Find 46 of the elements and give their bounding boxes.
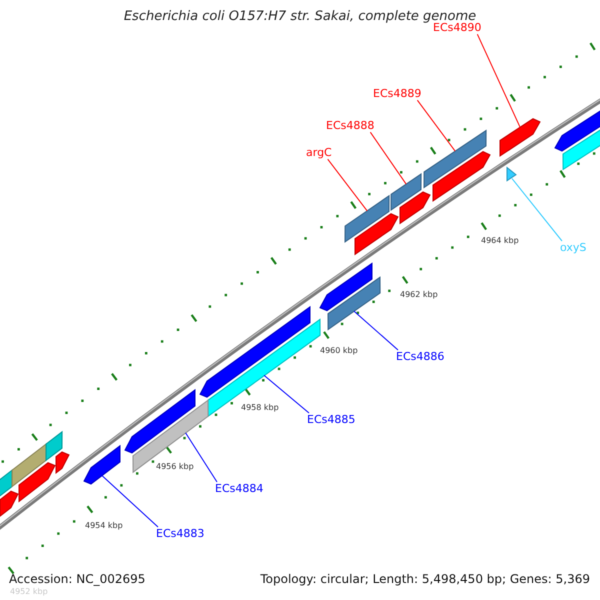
gene-marker xyxy=(506,166,517,182)
gene-label: ECs4890 xyxy=(433,21,482,34)
gene-feature xyxy=(319,262,372,312)
footer-text: Topology: circular; Length: 5,498,450 bp; Genes: 5,369 xyxy=(260,572,590,586)
leader-line xyxy=(102,475,158,528)
tick-label: 4962 kbp xyxy=(400,290,438,300)
tick-label: 4964 kbp xyxy=(481,236,519,246)
leader-line xyxy=(185,432,218,482)
leader-line xyxy=(512,178,562,242)
gene-feature xyxy=(500,118,541,157)
tick-label: 4958 kbp xyxy=(241,403,279,413)
gene-feature xyxy=(12,442,47,488)
gene-feature xyxy=(56,451,70,474)
gene-feature xyxy=(199,306,310,398)
gene-label: ECs4883 xyxy=(156,527,204,540)
leader-line xyxy=(416,100,456,152)
gene-feature xyxy=(400,191,431,224)
gene-label: ECs4889 xyxy=(373,87,422,100)
title: Escherichia coli O157:H7 str. Sakai, complete genome xyxy=(122,9,476,24)
gene-label: ECs4884 xyxy=(215,482,264,496)
gene-feature xyxy=(132,399,209,474)
gene-label: oxyS xyxy=(560,241,586,254)
gene-feature xyxy=(344,194,390,243)
tick-label: 4956 kbp xyxy=(156,462,194,472)
gene-feature xyxy=(432,151,491,202)
gene-feature xyxy=(18,462,56,503)
tick-label: 4954 kbp xyxy=(85,521,123,531)
leader-line xyxy=(476,34,521,128)
footer-text: Accession: NC_002695 xyxy=(9,572,146,586)
leader-line xyxy=(264,374,310,414)
leader-line xyxy=(327,158,368,212)
gene-feature xyxy=(124,388,196,454)
gene-label: ECs4888 xyxy=(326,119,374,132)
gene-feature xyxy=(390,172,422,212)
gene-feature xyxy=(354,213,399,256)
leader-line xyxy=(370,132,407,185)
gene-feature xyxy=(46,430,63,462)
gene-feature xyxy=(424,129,487,189)
gene-label: ECs4886 xyxy=(396,350,444,364)
leader-line xyxy=(354,310,398,350)
gene-feature xyxy=(0,490,19,518)
tick-label: 4960 kbp xyxy=(320,346,358,356)
gene-feature xyxy=(328,276,381,330)
gene-label: argC xyxy=(306,146,332,160)
gene-label: ECs4885 xyxy=(307,413,356,426)
gene-feature xyxy=(83,444,120,485)
